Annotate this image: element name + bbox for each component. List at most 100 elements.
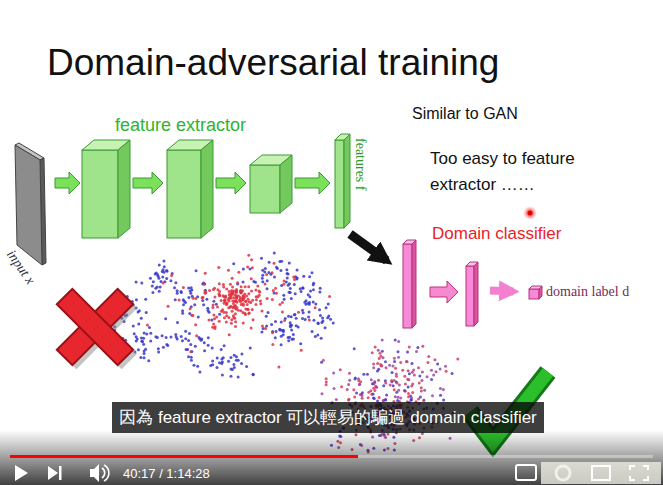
scatter-dot [198, 337, 201, 340]
scatter-dot [162, 346, 165, 349]
scatter-dot [197, 315, 200, 318]
scatter-dot [236, 281, 239, 284]
scatter-dot [215, 366, 218, 369]
scatter-dot [355, 391, 358, 394]
scatter-dot [299, 342, 302, 345]
scatter-dot [377, 379, 380, 382]
conv-block [82, 150, 118, 238]
scatter-dot [140, 317, 143, 320]
scatter-dot [189, 343, 192, 346]
scatter-dot [135, 340, 138, 343]
scatter-dot [251, 299, 254, 302]
scatter-dot [189, 307, 192, 310]
scatter-dot [397, 356, 400, 359]
scatter-dot [274, 336, 277, 339]
control-bar-shade [0, 430, 663, 485]
scatter-dot [451, 372, 454, 375]
scatter-dot [287, 315, 290, 318]
scatter-dot [398, 383, 401, 386]
scatter-dot [318, 308, 321, 311]
scatter-dot [231, 310, 234, 313]
scatter-dot [300, 290, 303, 293]
scatter-dot [391, 364, 394, 367]
scatter-dot [382, 384, 385, 387]
scatter-dot [169, 279, 172, 282]
scatter-dot [272, 289, 275, 292]
scatter-dot [232, 363, 235, 366]
scatter-dot [407, 386, 410, 389]
scatter-dot [439, 368, 442, 371]
scatter-dot [212, 322, 215, 325]
scatter-dot [375, 386, 378, 389]
scatter-dot [316, 334, 319, 337]
scatter-dot [216, 306, 219, 309]
scatter-dot [227, 269, 230, 272]
scatter-dot [346, 388, 349, 391]
scatter-dot [192, 297, 195, 300]
scatter-dot [182, 286, 185, 289]
scatter-dot [259, 302, 262, 305]
scatter-dot [417, 366, 420, 369]
scatter-dot [149, 277, 152, 280]
fullscreen-icon [630, 466, 648, 480]
scatter-dot [212, 313, 215, 316]
scatter-dot [367, 391, 370, 394]
scatter-dot [221, 373, 224, 376]
scatter-dot [317, 322, 320, 325]
scatter-dot [319, 314, 322, 317]
input-slab [15, 145, 42, 265]
scatter-dot [378, 357, 381, 360]
wrong-mark [57, 289, 133, 365]
scatter-dot [146, 324, 149, 327]
scatter-dot [204, 291, 207, 294]
scatter-dot [264, 282, 267, 285]
scatter-dot [220, 348, 223, 351]
scatter-dot [231, 285, 234, 288]
scatter-dot [439, 394, 442, 397]
scatter-dot [141, 340, 144, 343]
scatter-dot [401, 369, 404, 372]
scatter-dot [144, 298, 147, 301]
scatter-dot [274, 320, 277, 323]
feature-slab [335, 140, 344, 228]
scatter-dot [384, 398, 387, 401]
classifier-layer [403, 244, 412, 328]
scatter-dot [325, 383, 328, 386]
scatter-dot [373, 382, 376, 385]
scatter-dot [348, 372, 351, 375]
note-text: Too easy to feature extractor …… [430, 146, 608, 198]
scatter-dot [242, 280, 245, 283]
scatter-dot [261, 280, 264, 283]
scatter-dot [282, 294, 285, 297]
scatter-dot [216, 356, 219, 359]
scatter-dot [333, 387, 336, 390]
scatter-dot [162, 260, 165, 263]
scatter-dot [221, 308, 224, 311]
scatter-dot [408, 345, 411, 348]
play-icon [15, 465, 28, 481]
scatter-dot [251, 308, 254, 311]
scatter-dot [184, 330, 187, 333]
scatter-dot [195, 269, 198, 272]
scatter-dot [371, 351, 374, 354]
scatter-dot [374, 346, 377, 349]
scatter-dot [252, 318, 255, 321]
scatter-dot [420, 386, 423, 389]
scatter-dot [247, 298, 250, 301]
scatter-dot [234, 312, 237, 315]
flow-arrow [295, 172, 330, 194]
scatter-dot [251, 266, 254, 269]
scatter-dot [445, 370, 448, 373]
scatter-dot [143, 331, 146, 334]
subtitles-icon [516, 465, 536, 480]
scatter-dot [275, 292, 278, 295]
scatter-dot [250, 277, 253, 280]
flow-arrow [133, 172, 163, 194]
scatter-dot [161, 270, 164, 273]
scatter-dot [393, 360, 396, 363]
scatter-dot [159, 286, 162, 289]
scatter-dot [384, 360, 387, 363]
scatter-dot [252, 373, 255, 376]
scatter-dot [268, 261, 271, 264]
scatter-dot [372, 393, 375, 396]
